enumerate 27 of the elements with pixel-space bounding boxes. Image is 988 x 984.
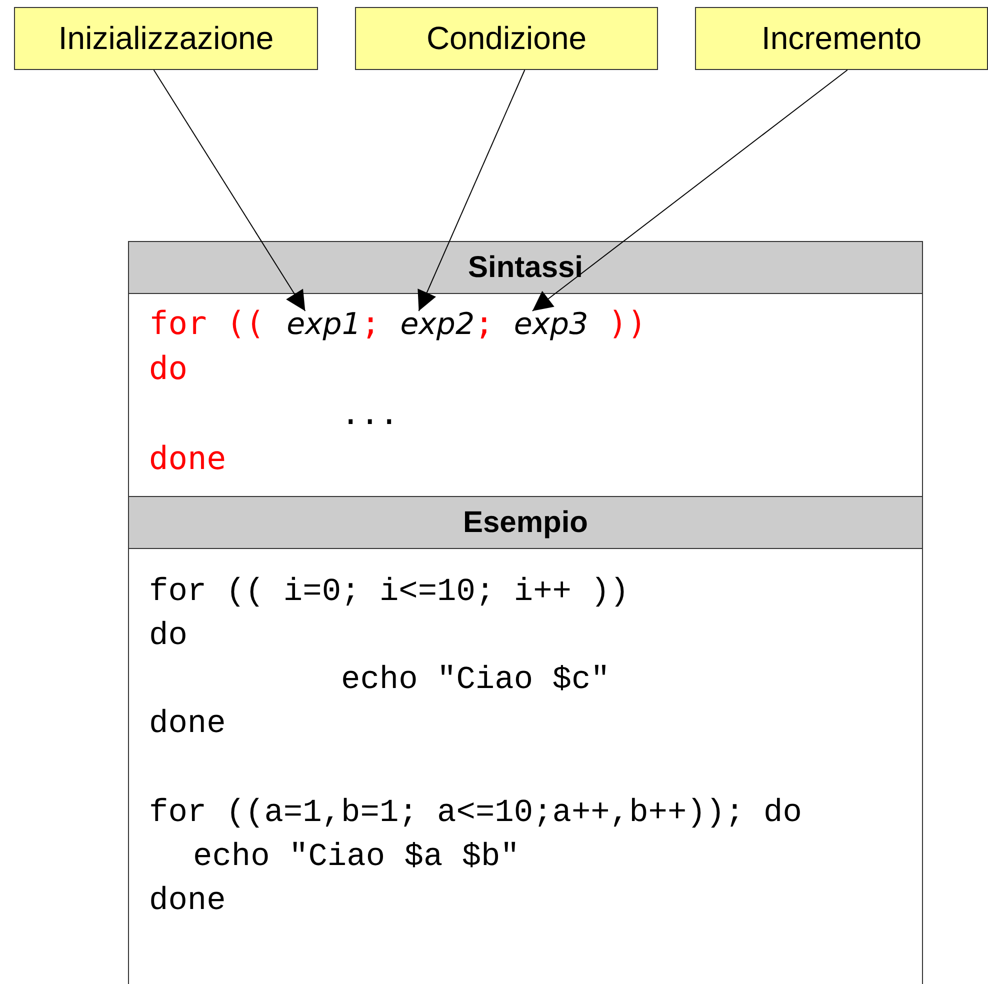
code-text: ... [341,394,399,432]
code-keyword: )) [608,304,647,342]
leader-arrow [153,70,306,312]
code-line: echo "Ciao $a $b" [193,838,520,875]
code-line: done [149,882,226,919]
code-expression: exp2 [400,307,475,342]
code-line: for ((a=1,b=1; a<=10;a++,b++)); do [149,794,802,831]
section-header: Esempio [462,506,588,540]
code-panel [128,496,923,984]
code-keyword: for (( [149,304,265,342]
code-keyword: done [149,439,226,477]
leader-arrow [532,70,848,312]
code-expression: exp3 [514,307,588,342]
code-line: done [149,705,226,742]
section-header: Sintassi [468,250,584,284]
code-panel [128,241,923,497]
code-keyword: ; [474,304,494,342]
code-keyword: do [149,349,188,387]
code-keyword: ; [360,304,380,342]
callout-box: Incremento [695,7,988,70]
code-line: echo "Ciao $c" [341,661,610,698]
code-line: for (( i=0; i<=10; i++ )) [149,573,630,610]
callout-box: Inizializzazione [14,7,318,70]
code-expression: exp1 [286,307,361,342]
code-line: do [149,617,188,654]
callout-box: Condizione [355,7,658,70]
leader-arrow [418,70,526,312]
